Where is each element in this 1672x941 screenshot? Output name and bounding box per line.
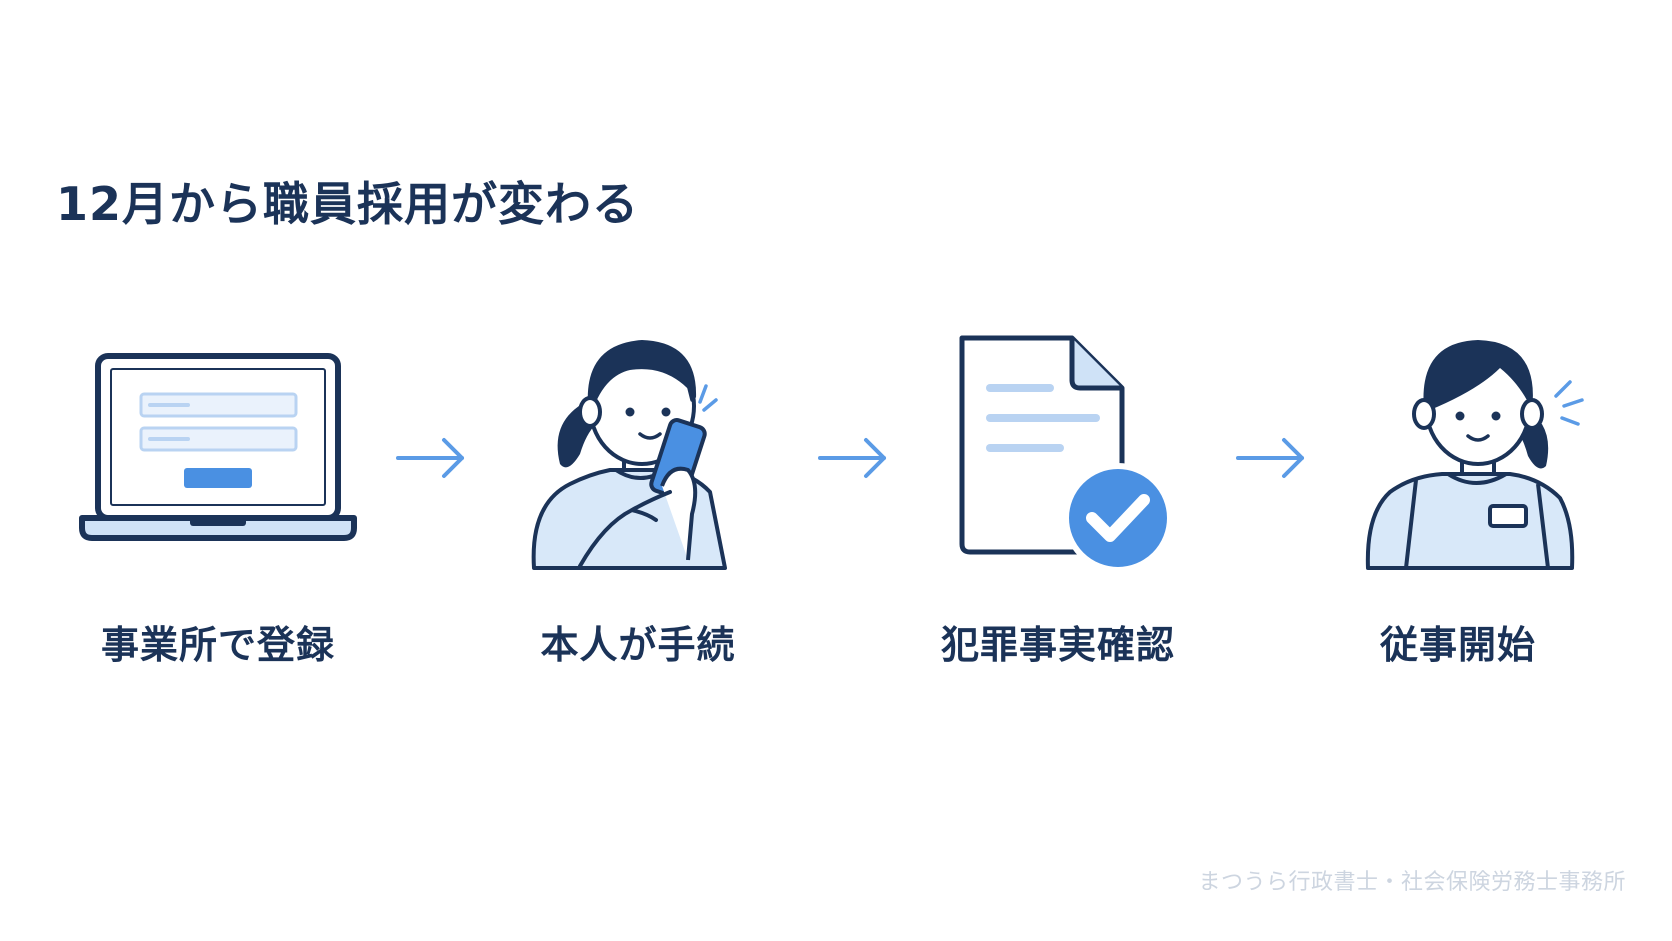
document-check-icon [959, 335, 1173, 572]
step-label-register: 事業所で登録 [100, 623, 335, 667]
laptop-form-icon [79, 353, 357, 541]
arrow-right-icon [1236, 438, 1304, 478]
person-smartphone-icon [531, 340, 727, 570]
office-credit: まつうら行政書士・社会保険労務士事務所 [1198, 870, 1626, 895]
step-label-check: 犯罪事実確認 [940, 623, 1175, 667]
step-label-start-work: 従事開始 [1379, 623, 1536, 667]
arrow-right-icon [396, 438, 464, 478]
page-title: 12月から職員採用が変わる [56, 177, 640, 231]
step-label-applicant: 本人が手続 [540, 623, 736, 667]
staff-apron-icon [1365, 340, 1584, 570]
arrow-right-icon [818, 438, 886, 478]
